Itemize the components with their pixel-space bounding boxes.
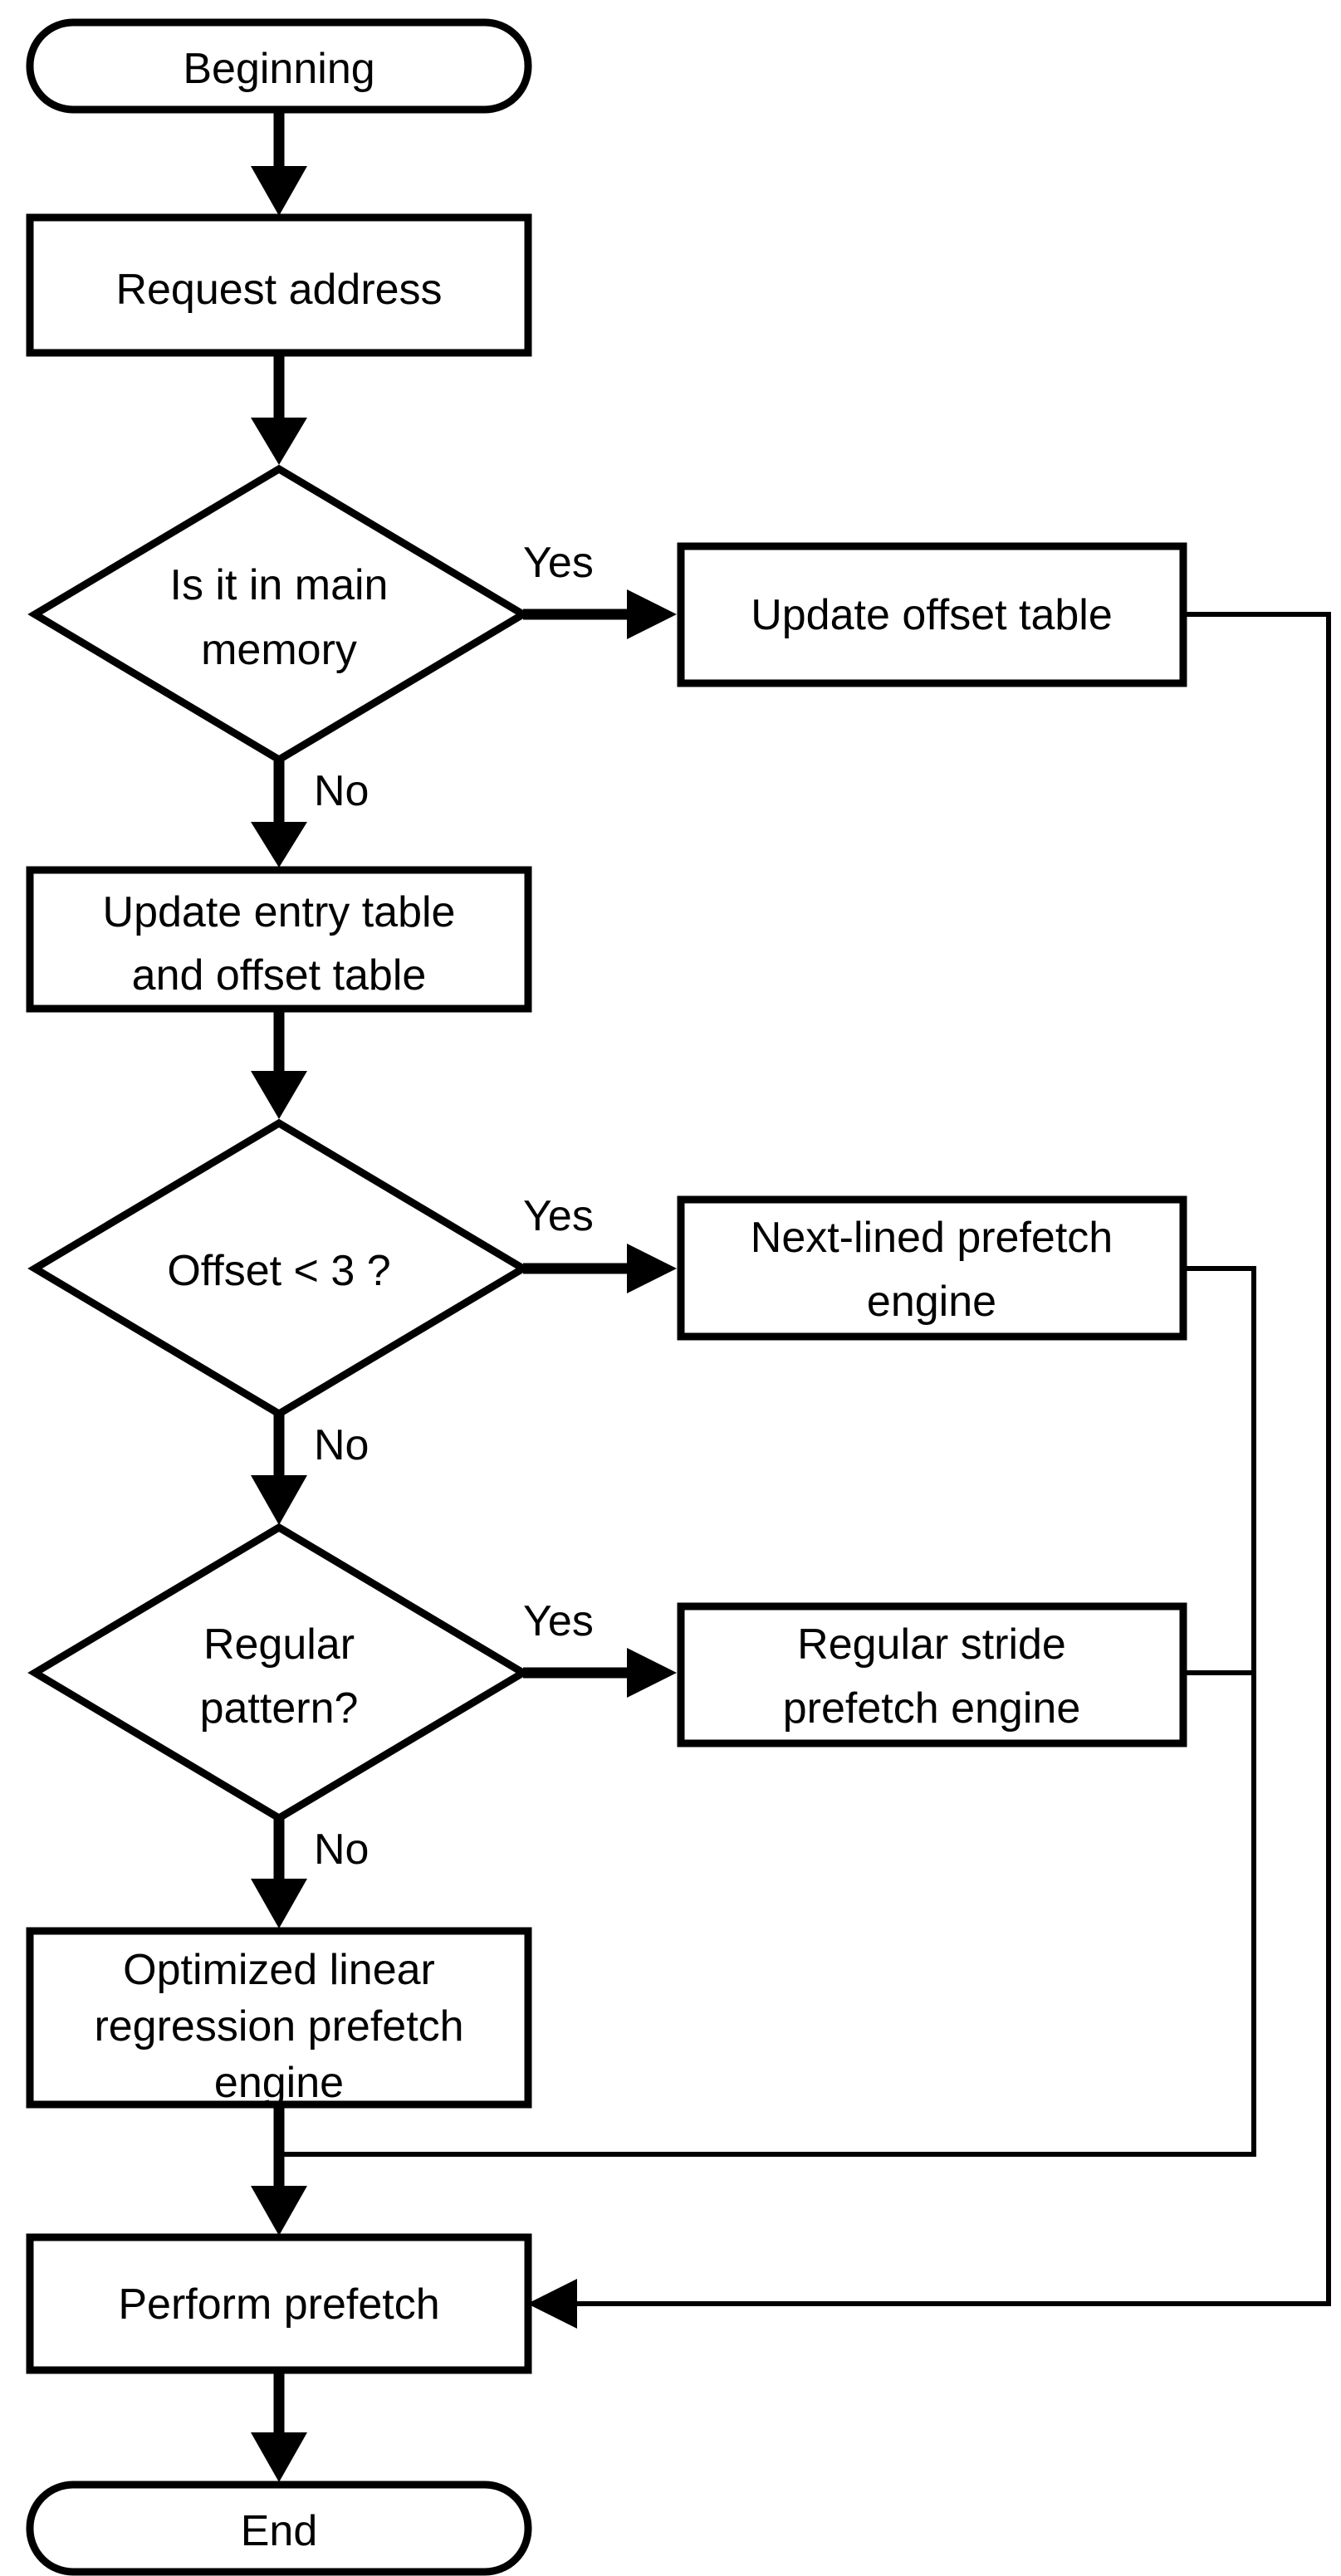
arrowhead-linear-regression <box>251 1879 307 1928</box>
regular-stride-engine-box: Regular stride prefetch engine <box>677 1602 1187 1747</box>
memory-check-label-line1: Is it in main <box>170 561 389 609</box>
pattern-yes-label: Yes <box>523 1597 594 1645</box>
arrowhead-update-offset <box>627 589 677 639</box>
linear-regression-label-line3: engine <box>214 2059 344 2107</box>
arrowhead-pattern-check <box>251 1475 307 1525</box>
memory-check-decision: Is it in main memory <box>27 464 531 765</box>
connectors <box>251 110 1331 2482</box>
memory-no-label: No <box>314 767 369 815</box>
request-address-box: Request address <box>26 213 532 357</box>
offset-check-label: Offset < 3 ? <box>167 1247 390 1295</box>
arrowhead-next-lined <box>627 1244 677 1293</box>
beginning-label: Beginning <box>183 45 374 93</box>
arrowhead-offset-check <box>251 1071 307 1119</box>
shapes: Beginning Request address Is it in main … <box>26 18 1187 2576</box>
arrowhead-perform-top <box>251 2186 307 2236</box>
end-terminator: End <box>26 2481 532 2576</box>
arrowhead-memory-check <box>251 418 307 465</box>
request-address-label: Request address <box>115 266 442 314</box>
update-offset-table-label: Update offset table <box>751 591 1113 639</box>
regular-stride-label-line1: Regular stride <box>797 1620 1066 1669</box>
offset-yes-label: Yes <box>523 1192 594 1240</box>
arrowhead-regular-stride <box>627 1648 677 1698</box>
regular-pattern-label-line1: Regular <box>203 1620 355 1669</box>
next-lined-label-line1: Next-lined prefetch <box>751 1214 1113 1262</box>
offset-no-label: No <box>314 1421 369 1469</box>
pattern-no-label: No <box>314 1826 369 1874</box>
update-entry-table-label-line2: and offset table <box>132 951 427 1000</box>
memory-yes-label: Yes <box>523 539 594 587</box>
linear-regression-label-line2: regression prefetch <box>94 2002 463 2051</box>
perform-prefetch-box: Perform prefetch <box>26 2233 532 2374</box>
regular-pattern-label-line2: pattern? <box>200 1684 359 1733</box>
arrowhead-perform-side <box>527 2279 577 2329</box>
offset-check-decision: Offset < 3 ? <box>27 1118 531 1419</box>
return-line-update-offset <box>573 612 1331 2306</box>
arrowhead-request <box>251 166 307 216</box>
arrowhead-update-entry <box>251 822 307 868</box>
update-entry-table-label-line1: Update entry table <box>103 888 456 936</box>
linear-regression-label-line1: Optimized linear <box>123 1946 435 1994</box>
next-lined-label-line2: engine <box>867 1278 996 1326</box>
end-label: End <box>241 2507 318 2555</box>
arrowhead-end <box>251 2432 307 2482</box>
next-lined-engine-box: Next-lined prefetch engine <box>677 1195 1187 1341</box>
perform-prefetch-label: Perform prefetch <box>118 2280 439 2329</box>
update-entry-table-box: Update entry table and offset table <box>26 866 532 1013</box>
edge-labels: Yes No Yes No Yes No <box>314 539 594 1874</box>
linear-regression-engine-box: Optimized linear regression prefetch eng… <box>26 1927 532 2109</box>
regular-stride-label-line2: prefetch engine <box>783 1684 1081 1733</box>
update-offset-table-box: Update offset table <box>677 542 1187 687</box>
regular-pattern-decision: Regular pattern? <box>27 1523 531 1823</box>
memory-check-label-line2: memory <box>201 626 357 674</box>
merge-line-engines <box>279 1266 1256 2157</box>
beginning-terminator: Beginning <box>26 18 532 114</box>
